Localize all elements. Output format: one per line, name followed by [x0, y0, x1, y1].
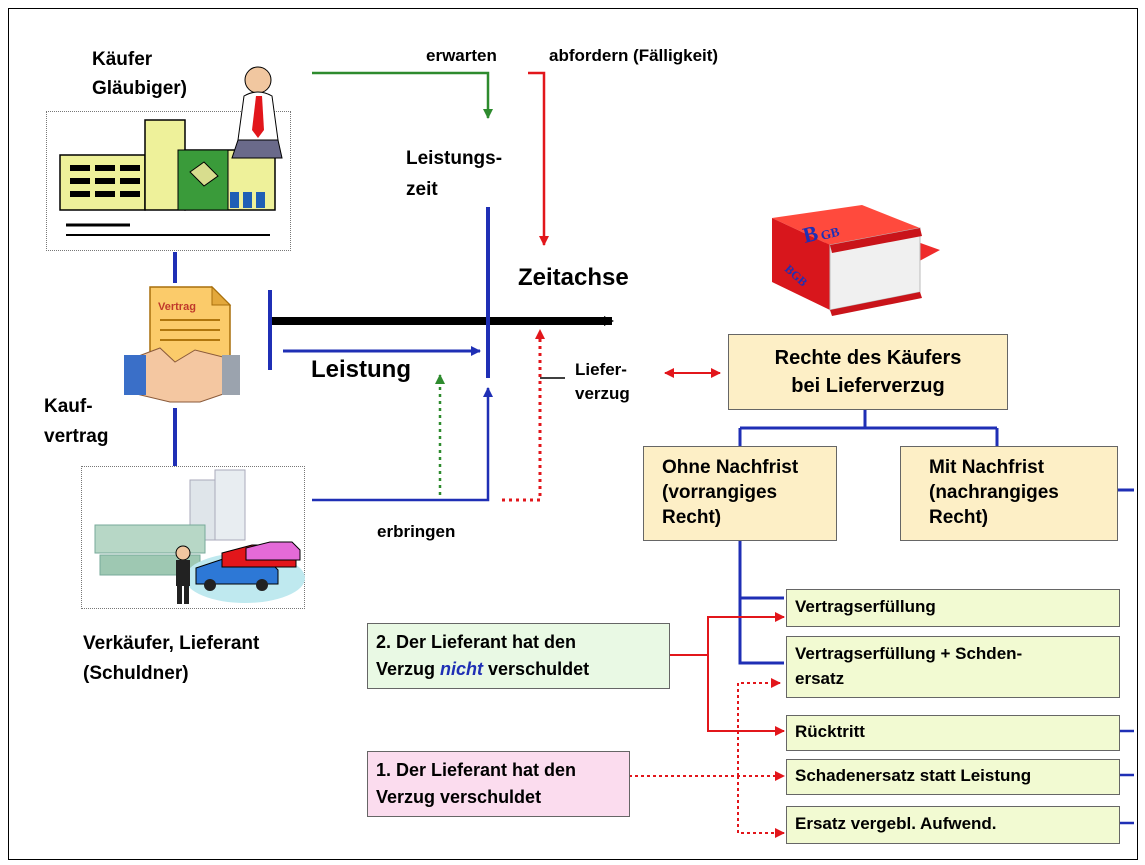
zeitachse-label: Zeitachse — [518, 264, 629, 291]
rechte-box: Rechte des Käufers bei Lieferverzug — [728, 334, 1008, 410]
contract-handshake-icon — [124, 285, 240, 403]
case-culpable-box: 1. Der Lieferant hat den Verzug verschul… — [367, 751, 630, 817]
schadenersatz-box: Schadenersatz statt Leistung — [786, 759, 1120, 795]
erwarten-label: erwarten — [426, 46, 497, 65]
ohne-nachfrist-box: Ohne Nachfrist (vorrangiges Recht) — [643, 446, 837, 541]
leistungszeit-label: Leistungs- zeit — [406, 148, 503, 200]
leistung-label: Leistung — [311, 356, 411, 383]
case-not-culpable-box: 2. Der Lieferant hat den Verzug nicht ve… — [367, 623, 670, 689]
svg-text:GB: GB — [819, 224, 841, 243]
abfordern-label: abfordern (Fälligkeit) — [549, 46, 719, 65]
vertragserfuellung-schaden-box: Vertragserfüllung + Schden- ersatz — [786, 636, 1120, 698]
buyer-building-icon — [59, 119, 276, 236]
ruecktritt-box: Rücktritt — [786, 715, 1120, 751]
erbringen-label: erbringen — [377, 522, 456, 541]
diagram-frame — [8, 8, 1138, 860]
case2-verschuldet: verschuldet — [483, 659, 590, 679]
buyer-label: Käufer Gläubiger) — [92, 49, 188, 99]
svg-text:B: B — [800, 220, 821, 248]
bgb-book-icon: B GB BGB — [772, 205, 940, 316]
case2-nicht: nicht — [440, 659, 484, 679]
case2-line1: 2. Der Lieferant hat den — [376, 632, 577, 652]
lieferverzug-label: Liefer- verzug — [575, 360, 630, 403]
case2-line2: Verzug nicht verschuldet — [376, 656, 661, 683]
kaufvertrag-label: Kauf- vertrag — [44, 396, 109, 447]
ersatz-box: Ersatz vergebl. Aufwend. — [786, 806, 1120, 844]
seller-cars-icon — [195, 541, 301, 591]
contract-doc-label: Vertrag — [158, 301, 196, 313]
seller-label: Verkäufer, Lieferant (Schuldner) — [83, 633, 260, 684]
seller-person-icon — [175, 545, 191, 604]
case2-verzug: Verzug — [376, 659, 441, 679]
buyer-person-icon — [231, 66, 283, 159]
vertragserfuellung-box: Vertragserfüllung — [786, 589, 1120, 627]
mit-nachfrist-box: Mit Nachfrist (nachrangiges Recht) — [900, 446, 1118, 541]
